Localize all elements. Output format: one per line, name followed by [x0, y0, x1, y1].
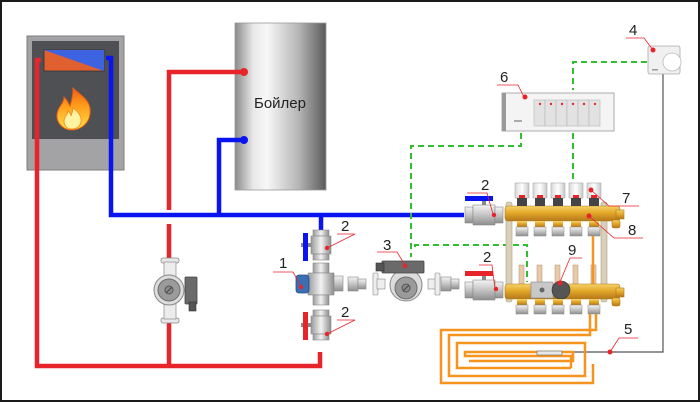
callout-number: 8 [628, 222, 636, 239]
callout-number: 2 [481, 177, 489, 194]
sensor-wire [540, 72, 664, 353]
callout-7: 7 [588, 187, 639, 207]
callout-number: 5 [624, 321, 632, 338]
callout-number: 6 [500, 69, 508, 86]
ball-valve-red-mixer [301, 309, 332, 341]
ball-valve-blue-supply-manifold [464, 196, 504, 226]
ball-valve-blue-mixer [301, 229, 332, 261]
three-way-mixing-valve [295, 262, 344, 306]
callout-number: 3 [383, 237, 391, 254]
wire-thermostat-to-control [572, 61, 647, 90]
callout-2b: 2 [324, 218, 356, 251]
callout-8: 8 [586, 213, 643, 239]
callout-number: 9 [568, 242, 576, 259]
underfloor-heating-loop [439, 236, 598, 385]
pump-valve-coupling [440, 276, 460, 292]
hot-pipe-main [34, 57, 323, 369]
callout-number: 2 [341, 304, 349, 321]
callout-3: 3 [377, 237, 408, 269]
callouts: 1 2 2 2 2 3 [273, 22, 656, 355]
callout-9: 9 [557, 242, 582, 286]
return-outlets [515, 299, 601, 315]
boiler-label: Бойлер [254, 95, 306, 112]
control-unit-modules [533, 99, 601, 127]
callout-number: 1 [279, 255, 287, 272]
callout-number: 4 [629, 22, 637, 39]
wire-pump-to-manifold [414, 244, 528, 282]
circulation-pump [372, 260, 441, 302]
boiler-hot-port [240, 68, 248, 76]
loop-mid [447, 314, 592, 378]
callout-number: 2 [483, 249, 491, 266]
control-wires [410, 61, 647, 282]
boiler-cold-port [240, 136, 248, 144]
callout-5: 5 [607, 321, 638, 355]
control-unit [501, 92, 615, 132]
room-thermostat [647, 45, 682, 75]
callout-2d: 2 [324, 304, 356, 337]
callout-2a: 2 [467, 177, 497, 218]
callout-6: 6 [497, 69, 528, 100]
boiler-tank: Бойлер [234, 22, 327, 191]
flame-icon [56, 86, 91, 131]
cold-pipe-boiler [216, 137, 244, 215]
callout-number: 2 [341, 218, 349, 235]
boiler-circulation-pump [153, 257, 198, 324]
ball-valve-red-return-manifold [464, 271, 504, 301]
cold-pipe-main [106, 55, 464, 218]
callout-1: 1 [273, 255, 304, 290]
manifold-assembly [504, 182, 625, 315]
callout-number: 7 [622, 190, 630, 207]
supply-outlets [515, 221, 601, 237]
servo-actuators [514, 182, 602, 206]
heat-exchanger-icon [43, 49, 105, 72]
hot-pipe-boiler [166, 69, 243, 210]
loop-inner [463, 350, 575, 368]
loop-outer [439, 314, 598, 385]
hot-pipes [34, 57, 323, 369]
floor-temperature-sensor [536, 350, 563, 356]
callout-4: 4 [626, 22, 656, 53]
heat-source [26, 35, 125, 171]
return-manifold [504, 280, 625, 307]
callout-2c: 2 [479, 249, 499, 292]
mixer-pump-coupling [347, 276, 367, 292]
